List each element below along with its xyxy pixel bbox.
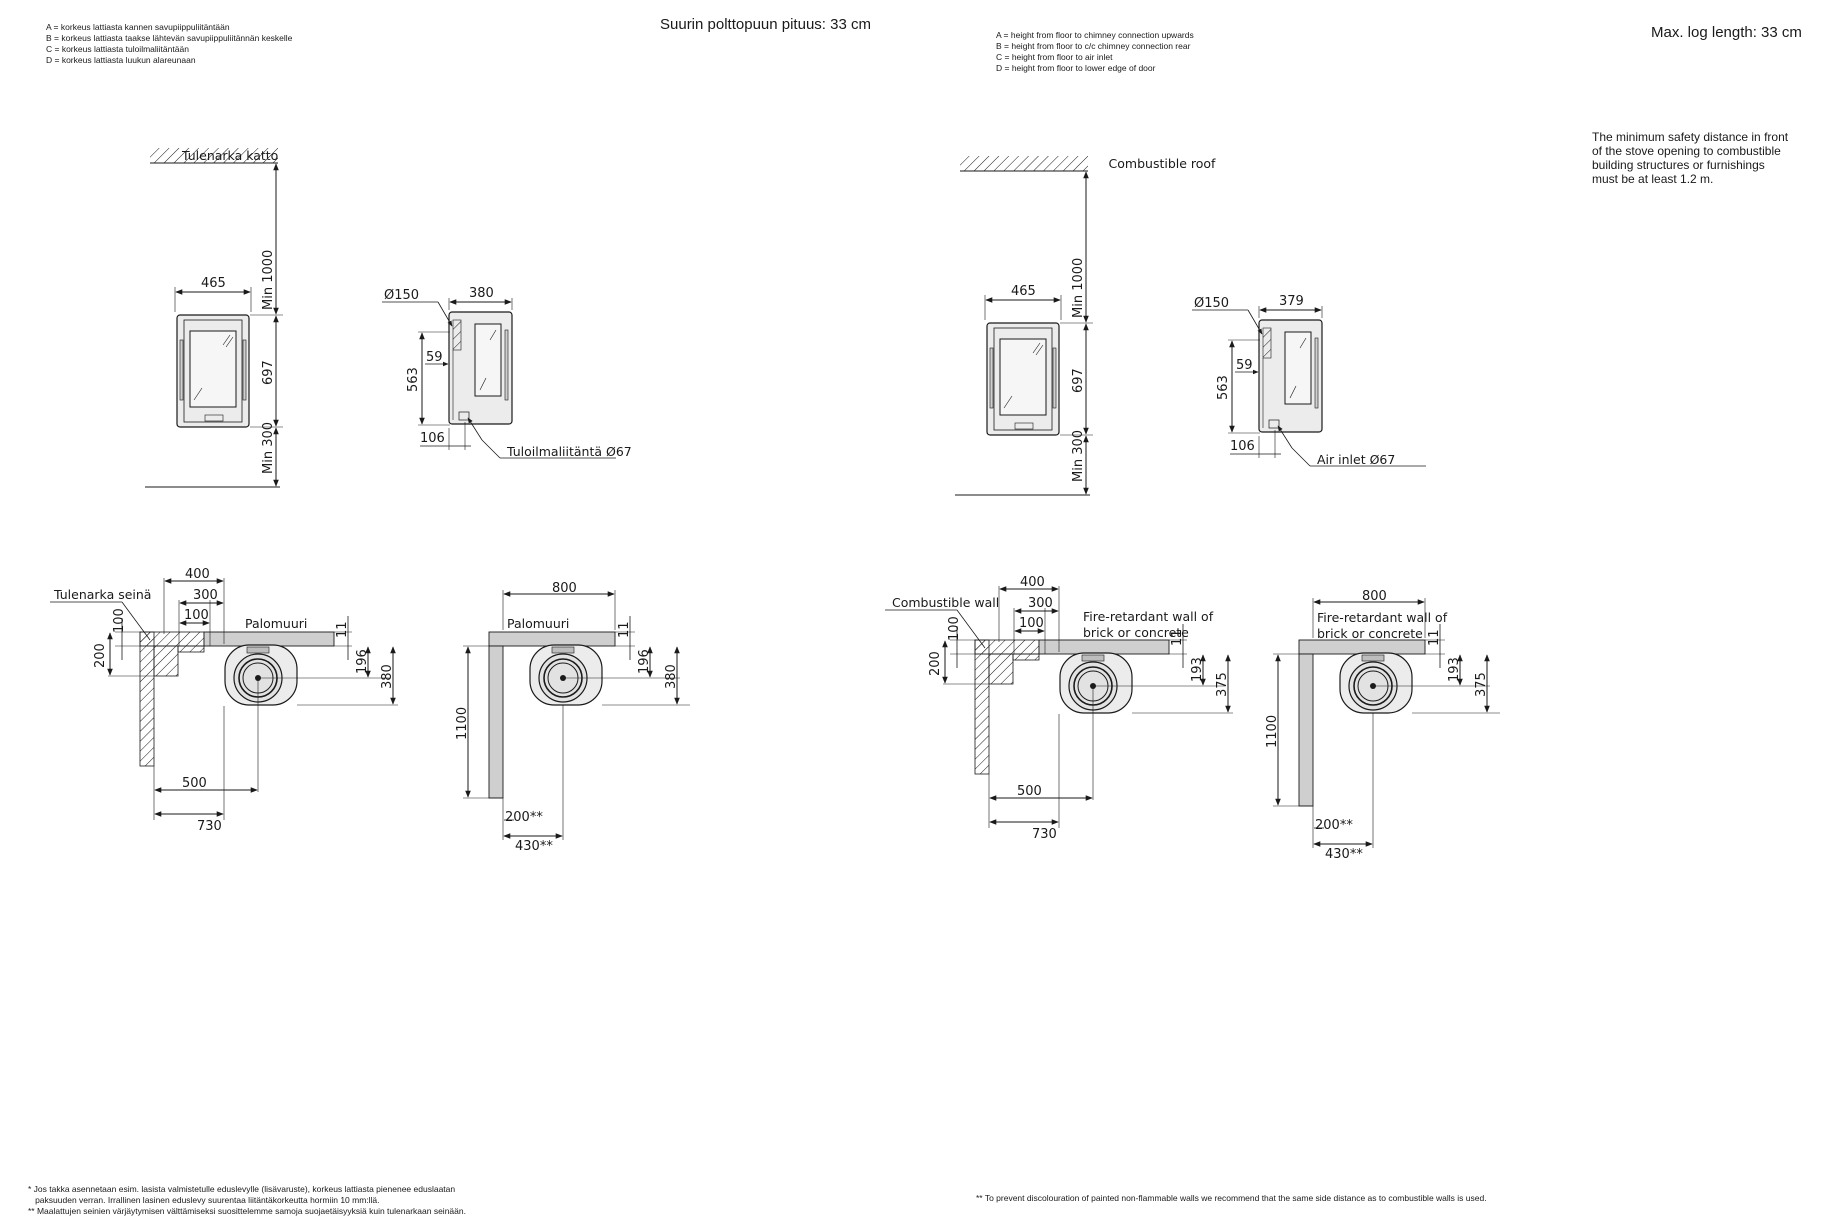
d11-label-fi: 11	[335, 621, 350, 638]
firewall-label2-en-b: brick or concrete	[1317, 626, 1423, 641]
safety-line-2: of the stove opening to combustible	[1592, 144, 1781, 158]
flue-h-label-fi: 196	[355, 649, 370, 674]
height-label-en: 697	[1071, 368, 1086, 393]
depth-plan-label-en: 375	[1215, 672, 1230, 697]
d11-label-en: 11	[1170, 629, 1185, 646]
d730-label-en: 730	[1032, 827, 1057, 842]
d300-label-en: 300	[1028, 596, 1053, 611]
firewall-label2-fi: Palomuuri	[507, 616, 569, 631]
d100-label-en: 100	[1019, 616, 1044, 631]
air-label-fi: Tuloilmaliitäntä Ø67	[506, 444, 632, 459]
min-top-label-fi: Min 1000	[261, 250, 276, 310]
legend-fi-a: A = korkeus lattiasta kannen savupiippul…	[46, 22, 230, 32]
d200s-label-en: 200**	[1315, 818, 1353, 833]
firewall-label-en-b: brick or concrete	[1083, 625, 1189, 640]
legend-fi-d: D = korkeus lattiasta luukun alareunaan	[46, 55, 196, 65]
d430s-label-fi: 430**	[515, 839, 553, 854]
depth-label-en: 379	[1279, 294, 1304, 309]
air-label-en: Air inlet Ø67	[1317, 452, 1395, 467]
d300-label-fi: 300	[193, 588, 218, 603]
air-depth-label-fi: 106	[420, 431, 445, 446]
d100v-label-fi: 100	[112, 608, 127, 633]
firewall-label-fi: Palomuuri	[245, 616, 307, 631]
depth-plan-label2-fi: 380	[664, 664, 679, 689]
firewall-plan-fi	[463, 590, 690, 840]
footnotes-fi: * Jos takka asennetaan esim. lasista val…	[28, 1184, 466, 1217]
min-top-label-en: Min 1000	[1071, 258, 1086, 318]
flue-h-label-en: 193	[1190, 657, 1205, 682]
firewall-label2-en: Fire-retardant wall of	[1317, 610, 1448, 625]
legend-fi-b: B = korkeus lattiasta taakse lähtevän sa…	[46, 33, 293, 43]
d400-label-fi: 400	[185, 567, 210, 582]
d100-label-fi: 100	[184, 608, 209, 623]
corner-plan-fi	[50, 578, 398, 820]
height-label-fi: 697	[261, 360, 276, 385]
flue-offset-label-en: 59	[1236, 358, 1253, 373]
footnote-fi-3: ** Maalattujen seinien värjäytymisen väl…	[28, 1206, 466, 1216]
air-depth-label-en: 106	[1230, 439, 1255, 454]
footnote-fi-2: paksuuden verran. Irrallinen lasinen edu…	[28, 1195, 380, 1205]
footnotes-en: ** To prevent discolouration of painted …	[976, 1193, 1487, 1204]
depth-plan-label-fi: 380	[380, 664, 395, 689]
flue-dia-label-en: Ø150	[1194, 296, 1229, 311]
d100v-label-en: 100	[947, 616, 962, 641]
safety-line-1: The minimum safety distance in front	[1592, 130, 1789, 144]
footnote-fi-1: * Jos takka asennetaan esim. lasista val…	[28, 1184, 456, 1194]
wall-label-en: Combustible wall	[892, 595, 999, 610]
d1100-label-en: 1100	[1265, 715, 1280, 748]
d1100-label-fi: 1100	[455, 707, 470, 740]
width-label-en: 465	[1011, 284, 1036, 299]
wall-label-fi: Tulenarka seinä	[53, 587, 151, 602]
legend-en: A = height from floor to chimney connect…	[996, 30, 1194, 74]
d11-label2-fi: 11	[617, 621, 632, 638]
legend-fi-c: C = korkeus lattiasta tuloilmaliitäntään	[46, 44, 189, 54]
max-log-en: Max. log length: 33 cm	[1651, 24, 1802, 41]
flue-offset-label-fi: 59	[426, 350, 443, 365]
d500-label-en: 500	[1017, 784, 1042, 799]
firewall-label-en: Fire-retardant wall of	[1083, 609, 1214, 624]
roof-label-fi: Tulenarka katto	[181, 148, 278, 163]
safety-note: The minimum safety distance in front of …	[1592, 130, 1788, 186]
width-label-fi: 465	[201, 276, 226, 291]
d730-label-fi: 730	[197, 819, 222, 834]
air-height-label-en: 563	[1216, 375, 1231, 400]
min-bottom-label-fi: Min 300	[261, 422, 276, 474]
legend-fi: A = korkeus lattiasta kannen savupiippul…	[46, 22, 292, 66]
d200-label-fi: 200	[93, 643, 108, 668]
depth-plan-label2-en: 375	[1474, 672, 1489, 697]
legend-en-d: D = height from floor to lower edge of d…	[996, 63, 1156, 73]
flue-h-label2-fi: 196	[637, 649, 652, 674]
roof-label-en: Combustible roof	[1109, 156, 1217, 171]
d500-label-fi: 500	[182, 776, 207, 791]
flue-dia-label-fi: Ø150	[384, 288, 419, 303]
safety-line-3: building structures or furnishings	[1592, 158, 1765, 172]
depth-label-fi: 380	[469, 286, 494, 301]
safety-line-4: must be at least 1.2 m.	[1592, 172, 1714, 186]
d11-label2-en: 11	[1427, 629, 1442, 646]
legend-en-b: B = height from floor to c/c chimney con…	[996, 41, 1191, 51]
d430s-label-en: 430**	[1325, 847, 1363, 862]
min-bottom-label-en: Min 300	[1071, 430, 1086, 482]
d800-label-fi: 800	[552, 581, 577, 596]
footnote-en-1: ** To prevent discolouration of painted …	[976, 1193, 1487, 1203]
d200s-label-fi: 200**	[505, 810, 543, 825]
d800-label-en: 800	[1362, 589, 1387, 604]
air-height-label-fi: 563	[406, 367, 421, 392]
d200-label-en: 200	[928, 651, 943, 676]
legend-en-a: A = height from floor to chimney connect…	[996, 30, 1194, 40]
legend-en-c: C = height from floor to air inlet	[996, 52, 1113, 62]
d400-label-en: 400	[1020, 575, 1045, 590]
flue-h-label2-en: 193	[1447, 657, 1462, 682]
max-log-fi: Suurin polttopuun pituus: 33 cm	[660, 16, 871, 33]
